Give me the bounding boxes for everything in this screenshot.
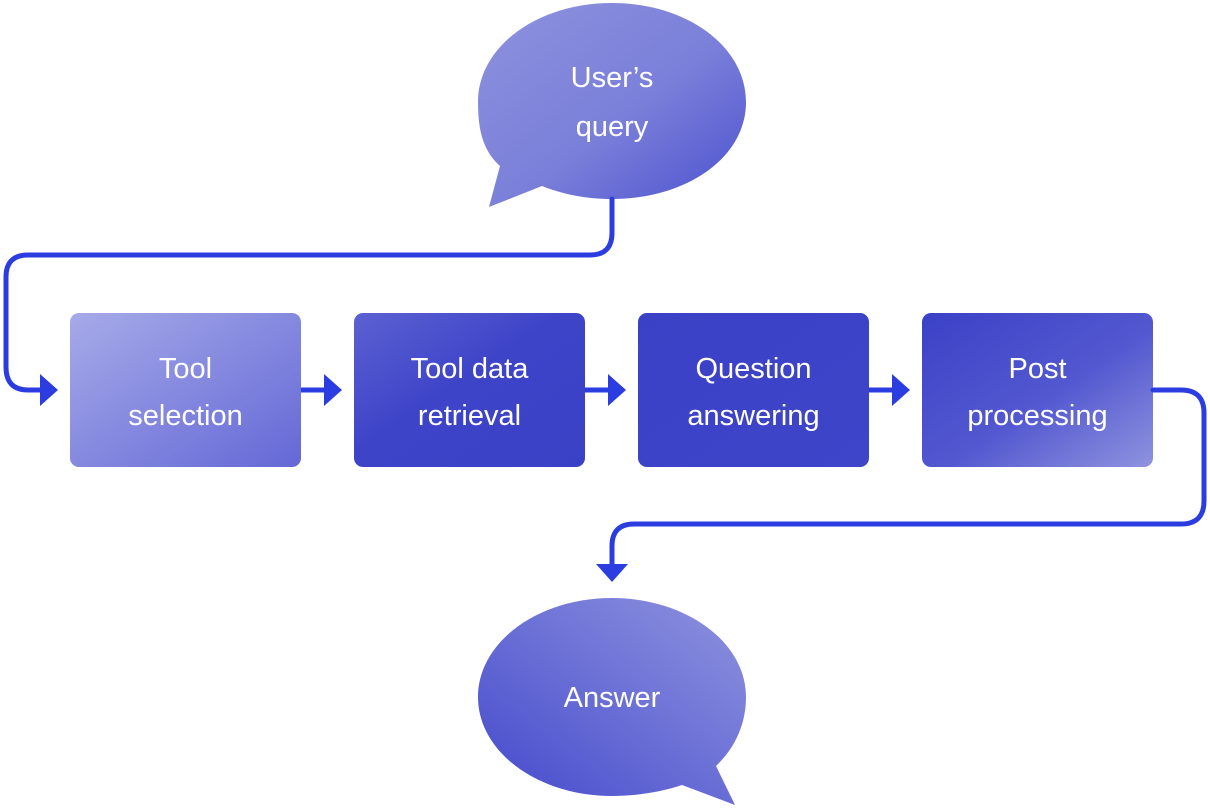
- connector-query-to-selection: [3, 196, 615, 393]
- step-line2: answering: [687, 400, 819, 432]
- arrow-answering-to-processing: [869, 374, 910, 406]
- arrowhead-into-answer: [596, 564, 628, 582]
- step-box: [638, 313, 869, 467]
- answer-bubble: Answer: [478, 598, 746, 805]
- step-box: [354, 313, 585, 467]
- answer-bubble-label: Answer: [564, 682, 661, 714]
- step-tool-selection: Tool selection: [70, 313, 301, 467]
- query-bubble-line1: User’s: [571, 62, 654, 94]
- step-box: [922, 313, 1153, 467]
- arrow-selection-to-retrieval: [301, 374, 342, 406]
- query-bubble: User’s query: [478, 3, 746, 207]
- step-tool-data-retrieval: Tool data retrieval: [354, 313, 585, 467]
- step-line2: processing: [967, 400, 1107, 432]
- step-post-processing: Post processing: [922, 313, 1153, 467]
- step-line1: Question: [695, 353, 811, 385]
- step-line1: Post: [1008, 353, 1066, 385]
- step-question-answering: Question answering: [638, 313, 869, 467]
- answer-bubble-shape: [478, 598, 746, 805]
- connector-processing-to-answer: [609, 387, 1207, 569]
- query-bubble-line2: query: [576, 111, 649, 143]
- arrowhead-into-selection: [40, 374, 58, 406]
- step-line1: Tool: [159, 353, 212, 385]
- step-line2: selection: [128, 400, 242, 432]
- step-line1: Tool data: [411, 353, 530, 385]
- query-bubble-shape: [478, 3, 746, 207]
- arrow-retrieval-to-answering: [585, 374, 626, 406]
- step-box: [70, 313, 301, 467]
- step-line2: retrieval: [418, 400, 521, 432]
